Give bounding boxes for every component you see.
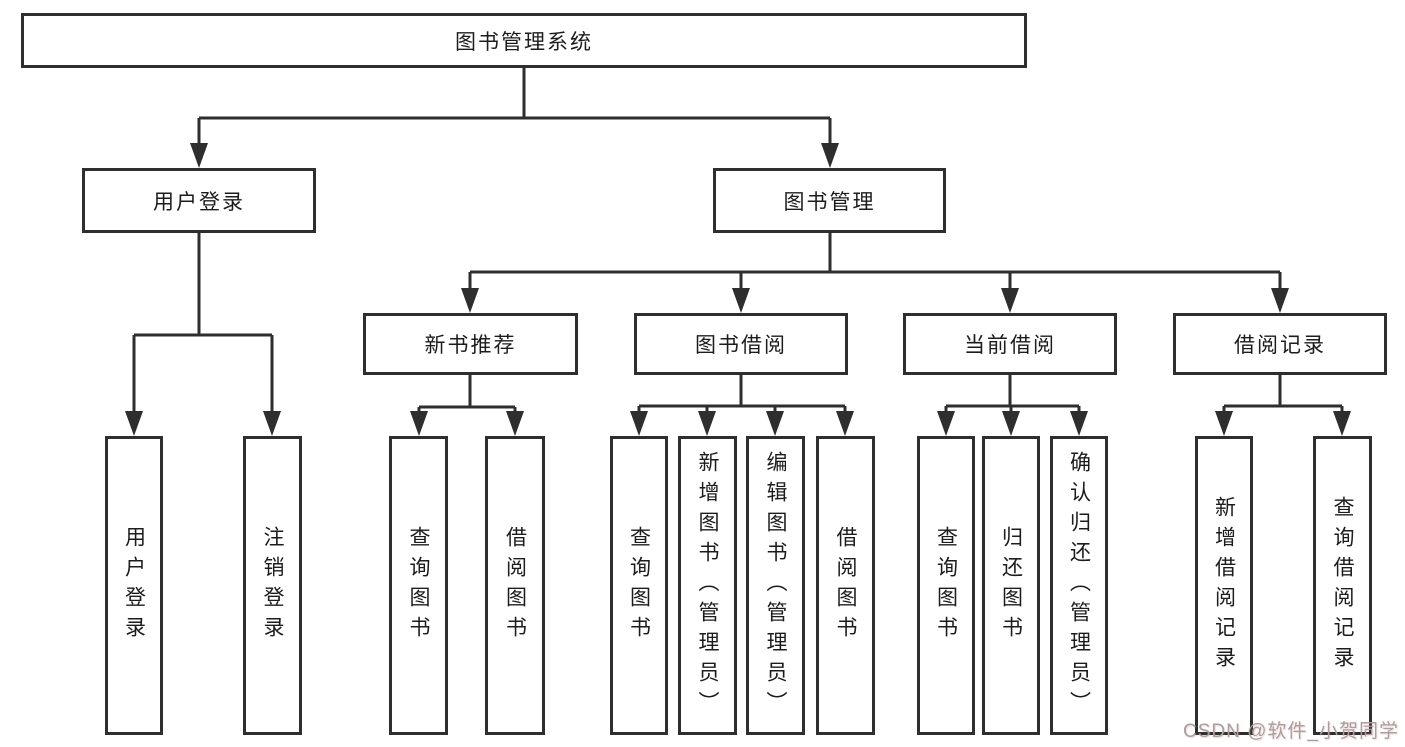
leaf-logout-label: 注销登录 xyxy=(261,525,284,646)
node-current-borrowing-label: 当前借阅 xyxy=(964,334,1056,357)
leaf-query-books-borrowing-label: 查询图书 xyxy=(627,525,651,646)
node-book-borrowing-label: 图书借阅 xyxy=(695,334,787,357)
leaf-borrow-books-recommend: 借阅图书 xyxy=(485,436,545,735)
leaf-query-books-current-label: 查询图书 xyxy=(934,525,958,646)
leaf-user-login-label: 用户登录 xyxy=(122,525,146,646)
leaf-query-books-recommend: 查询图书 xyxy=(389,436,448,735)
leaf-user-login: 用户登录 xyxy=(105,436,163,735)
node-book-management: 图书管理 xyxy=(713,168,946,233)
node-book-borrowing: 图书借阅 xyxy=(634,313,848,375)
node-new-book-recommend: 新书推荐 xyxy=(363,313,578,375)
leaf-edit-books-admin-label: 编辑图书（管理员） xyxy=(764,450,787,721)
node-borrow-records: 借阅记录 xyxy=(1173,313,1387,375)
node-user-login-label: 用户登录 xyxy=(153,190,245,214)
leaf-add-borrow-record: 新增借阅记录 xyxy=(1195,436,1253,735)
leaf-return-books: 归还图书 xyxy=(982,436,1040,735)
node-book-management-label: 图书管理 xyxy=(783,190,876,214)
node-borrow-records-label: 借阅记录 xyxy=(1234,334,1326,357)
leaf-add-borrow-record-label: 新增借阅记录 xyxy=(1212,495,1236,676)
node-new-book-recommend-label: 新书推荐 xyxy=(424,334,517,357)
node-current-borrowing: 当前借阅 xyxy=(903,313,1117,375)
node-root: 图书管理系统 xyxy=(21,13,1027,68)
node-root-label: 图书管理系统 xyxy=(455,30,593,54)
node-user-login: 用户登录 xyxy=(82,168,316,233)
leaf-query-books-current: 查询图书 xyxy=(917,436,975,735)
leaf-query-borrow-record: 查询借阅记录 xyxy=(1313,436,1372,735)
leaf-add-books-admin: 新增图书（管理员） xyxy=(678,436,737,735)
leaf-return-books-label: 归还图书 xyxy=(999,525,1023,646)
leaf-add-books-admin-label: 新增图书（管理员） xyxy=(696,450,719,721)
leaf-query-books-recommend-label: 查询图书 xyxy=(407,525,430,646)
leaf-borrow-books-recommend-label: 借阅图书 xyxy=(503,525,527,646)
leaf-query-borrow-record-label: 查询借阅记录 xyxy=(1331,495,1354,676)
leaf-borrow-books-borrowing: 借阅图书 xyxy=(816,436,875,735)
leaf-query-books-borrowing: 查询图书 xyxy=(610,436,668,735)
watermark: CSDN @软件_小贺同学 xyxy=(1183,721,1399,742)
leaf-edit-books-admin: 编辑图书（管理员） xyxy=(746,436,805,735)
leaf-logout: 注销登录 xyxy=(243,436,302,735)
leaf-confirm-return-admin-label: 确认归还（管理员） xyxy=(1067,450,1091,721)
leaf-borrow-books-borrowing-label: 借阅图书 xyxy=(834,525,857,646)
leaf-confirm-return-admin: 确认归还（管理员） xyxy=(1050,436,1108,735)
